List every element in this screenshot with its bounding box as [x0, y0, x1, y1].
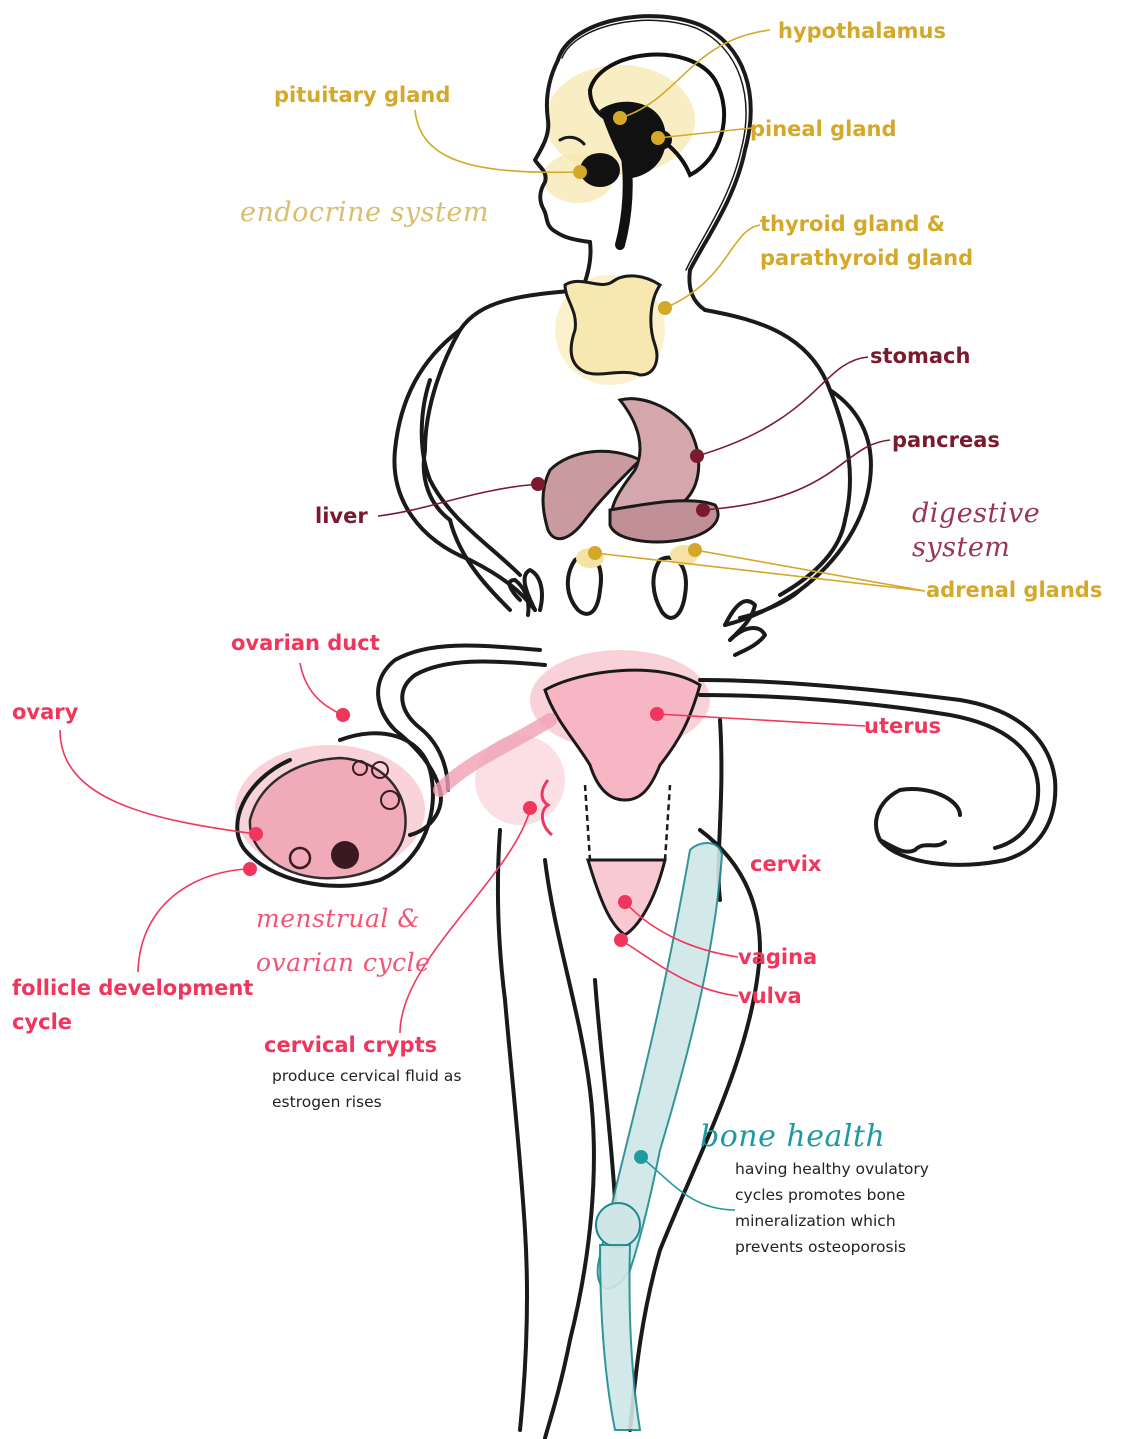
adrenal-left-dot: [588, 546, 602, 560]
digestive-system-title: digestive system: [912, 497, 1146, 565]
adrenal-right-dot: [688, 543, 702, 557]
label-vagina: vagina: [738, 940, 817, 974]
cervical-crypts-note: produce cervical fluid as estrogen rises: [272, 1063, 461, 1115]
label-pancreas: pancreas: [892, 423, 1000, 457]
label-cervix: cervix: [750, 847, 821, 881]
digestive-organs: [543, 399, 718, 618]
uterus-dot: [650, 707, 664, 721]
hypothalamus-dot: [613, 111, 627, 125]
ovary-dot: [249, 827, 263, 841]
label-pituitary-gland: pituitary gland: [274, 78, 450, 112]
stomach-dot: [690, 449, 704, 463]
bone-dot: [634, 1150, 648, 1164]
label-uterus: uterus: [864, 709, 941, 743]
ovarian-duct-dot: [336, 708, 350, 722]
cervical-crypts-dot: [523, 801, 537, 815]
pancreas-dot: [696, 503, 710, 517]
liver-dot: [531, 477, 545, 491]
label-follicle-development-cycle: follicle development cycle: [12, 971, 253, 1039]
label-ovary: ovary: [12, 695, 78, 729]
follicle-dot: [243, 862, 257, 876]
bone-health-note: having healthy ovulatory cycles promotes…: [735, 1156, 929, 1260]
label-adrenal-glands: adrenal glands: [926, 573, 1102, 607]
label-vulva: vulva: [738, 979, 802, 1013]
pituitary-dot: [573, 165, 587, 179]
vulva-dot: [614, 933, 628, 947]
vagina-dot: [618, 895, 632, 909]
endocrine-system-title: endocrine system: [240, 196, 489, 230]
label-liver: liver: [315, 499, 368, 533]
label-stomach: stomach: [870, 339, 970, 373]
label-hypothalamus: hypothalamus: [778, 14, 946, 48]
label-pineal-gland: pineal gland: [750, 112, 897, 146]
label-ovarian-duct: ovarian duct: [231, 626, 380, 660]
pineal-dot: [651, 131, 665, 145]
menstrual-cycle-title: menstrual & ovarian cycle: [256, 897, 430, 985]
bone-health-title: bone health: [700, 1120, 885, 1154]
reproductive-organs: [250, 670, 700, 935]
label-cervical-crypts: cervical crypts: [264, 1028, 437, 1062]
label-thyroid-gland: thyroid gland & parathyroid gland: [760, 207, 973, 275]
thyroid-organ: [565, 276, 660, 375]
thyroid-dot: [658, 301, 672, 315]
